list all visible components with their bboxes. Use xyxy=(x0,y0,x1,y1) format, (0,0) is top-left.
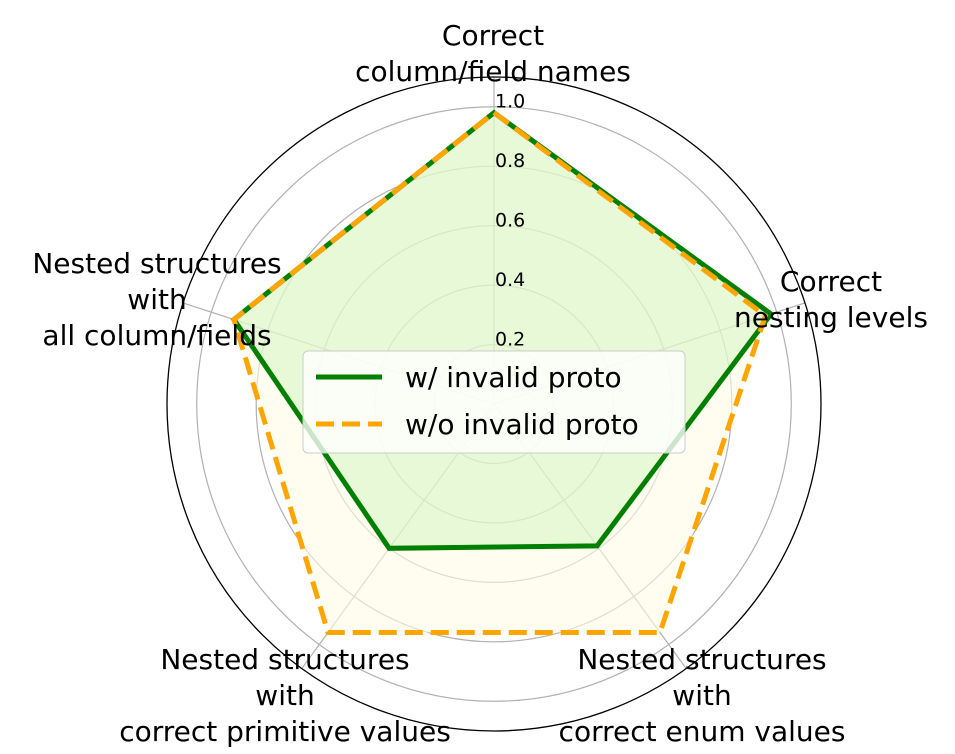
axis-label-line: all column/fields xyxy=(42,319,271,352)
axis-label-line: Correct xyxy=(442,19,544,52)
legend-box xyxy=(302,350,686,454)
axis-label-line: with xyxy=(127,283,186,316)
legend-label-wo-invalid: w/o invalid proto xyxy=(405,408,639,441)
rtick-label-1: 0.4 xyxy=(495,269,525,291)
axis-label-line: with xyxy=(255,679,314,712)
rtick-label-4: 1.0 xyxy=(495,91,525,113)
legend-label-w-invalid: w/ invalid proto xyxy=(405,361,622,394)
series-line-1 xyxy=(231,109,769,635)
axis-label-line: correct enum values xyxy=(559,715,846,748)
outer-frame xyxy=(166,76,822,732)
rtick-label-3: 0.8 xyxy=(495,150,525,172)
rtick-label-0: 0.2 xyxy=(495,329,525,351)
axis-label-line: Nested structures xyxy=(577,643,826,676)
axis-label-line: nesting levels xyxy=(734,301,928,334)
radial-tick-labels: 0.2 0.4 0.6 0.8 1.0 xyxy=(495,91,525,351)
axis-label-line: Nested structures xyxy=(32,247,281,280)
legend: w/ invalid proto w/o invalid proto xyxy=(302,350,686,454)
axis-label-line: Correct xyxy=(780,265,882,298)
series-lines xyxy=(230,109,775,635)
rtick-label-2: 0.6 xyxy=(495,210,525,232)
axis-label-line: with xyxy=(672,679,731,712)
axis-label-line: correct primitive values xyxy=(119,715,451,748)
axis-label-line: column/field names xyxy=(355,55,631,88)
axis-label-line: Nested structures xyxy=(160,643,409,676)
